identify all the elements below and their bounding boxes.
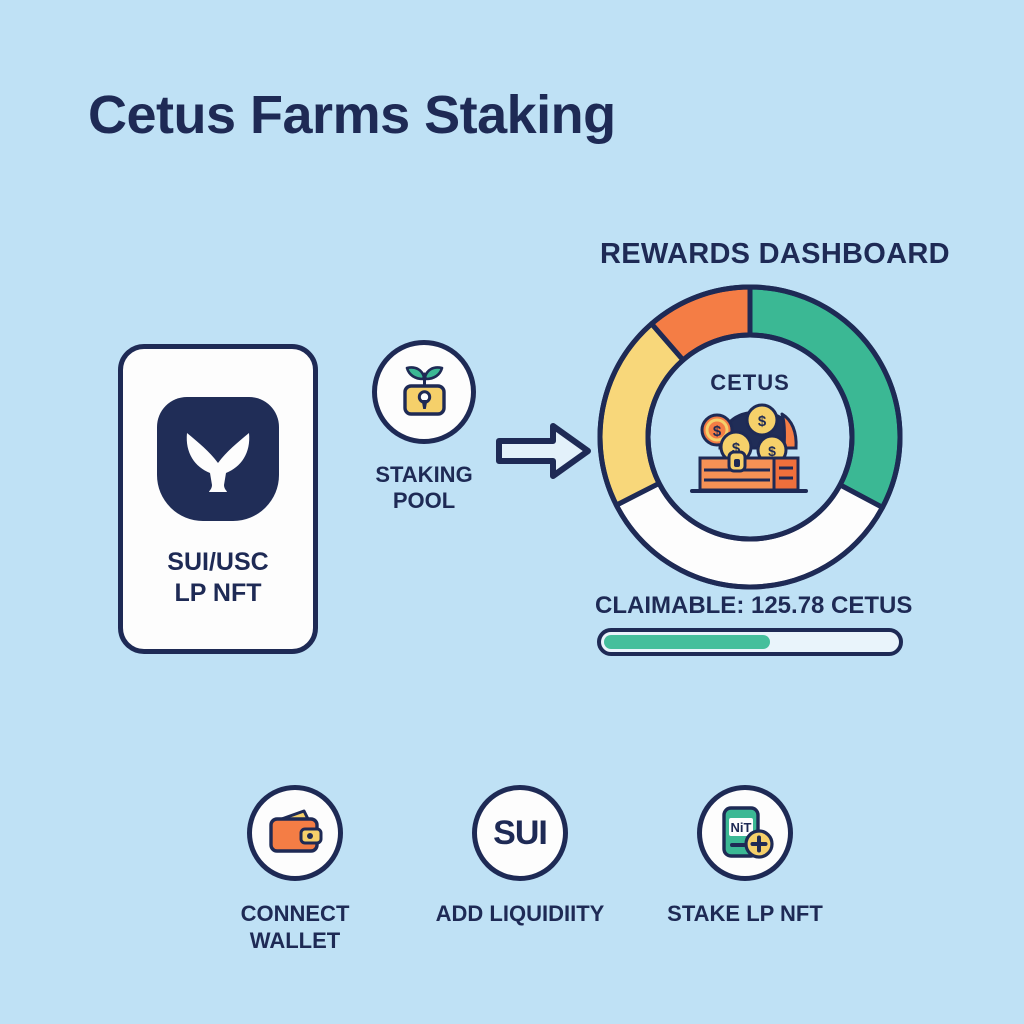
action-add-liquidity-label: ADD LIQUIDIITY (436, 901, 605, 928)
page-title: Cetus Farms Staking (88, 85, 616, 145)
action-stake-lp-nft-label: STAKE LP NFT (667, 901, 823, 928)
rewards-dashboard-heading: REWARDS DASHBOARD (600, 238, 950, 270)
padlock-sprout-icon (372, 340, 476, 444)
action-add-liquidity[interactable]: SUI ADD LIQUIDIITY (425, 785, 615, 955)
rewards-donut-chart (595, 282, 905, 597)
action-label-line2: WALLET (249, 927, 341, 953)
nft-card-plus-icon: NiT (697, 785, 793, 881)
claimable-amount-label: CLAIMABLE: 125.78 CETUS (595, 592, 913, 619)
whale-tail-icon (157, 397, 279, 521)
donut-segment-yellow (597, 321, 686, 508)
staking-pool-label-line2: POOL (392, 488, 456, 514)
action-label-line1: CONNECT (240, 901, 350, 926)
claimable-progress-fill (604, 635, 771, 649)
wallet-icon (247, 785, 343, 881)
staking-pool-node[interactable]: STAKING POOL (370, 340, 478, 515)
sui-token-text: SUI (493, 813, 548, 852)
svg-text:NiT: NiT (731, 820, 752, 835)
svg-text:$: $ (768, 443, 776, 459)
action-label-line1: STAKE LP NFT (667, 901, 823, 926)
action-connect-wallet-label: CONNECT WALLET (241, 901, 350, 955)
action-label-line1: ADD LIQUIDIITY (435, 901, 605, 926)
sui-token-icon: SUI (472, 785, 568, 881)
actions-row: CONNECT WALLET SUI ADD LIQUIDIITY NiT (200, 785, 840, 955)
treasure-chest-coins-icon: $ $ $ $ (684, 392, 816, 501)
action-stake-lp-nft[interactable]: NiT STAKE LP NFT (650, 785, 840, 955)
lp-nft-card[interactable]: SUI/USC LP NFT (118, 344, 318, 654)
claimable-progress-bar (597, 628, 903, 656)
arrow-right-icon (495, 420, 593, 487)
svg-text:$: $ (713, 423, 722, 440)
action-connect-wallet[interactable]: CONNECT WALLET (200, 785, 390, 955)
lp-card-label: SUI/USC LP NFT (167, 547, 268, 608)
lp-card-label-line2: LP NFT (174, 578, 262, 607)
staking-pool-label: STAKING POOL (375, 462, 472, 515)
svg-text:$: $ (732, 440, 741, 457)
lp-card-label-line1: SUI/USC (167, 548, 269, 576)
staking-pool-label-line1: STAKING (375, 462, 473, 487)
svg-text:$: $ (758, 413, 767, 430)
